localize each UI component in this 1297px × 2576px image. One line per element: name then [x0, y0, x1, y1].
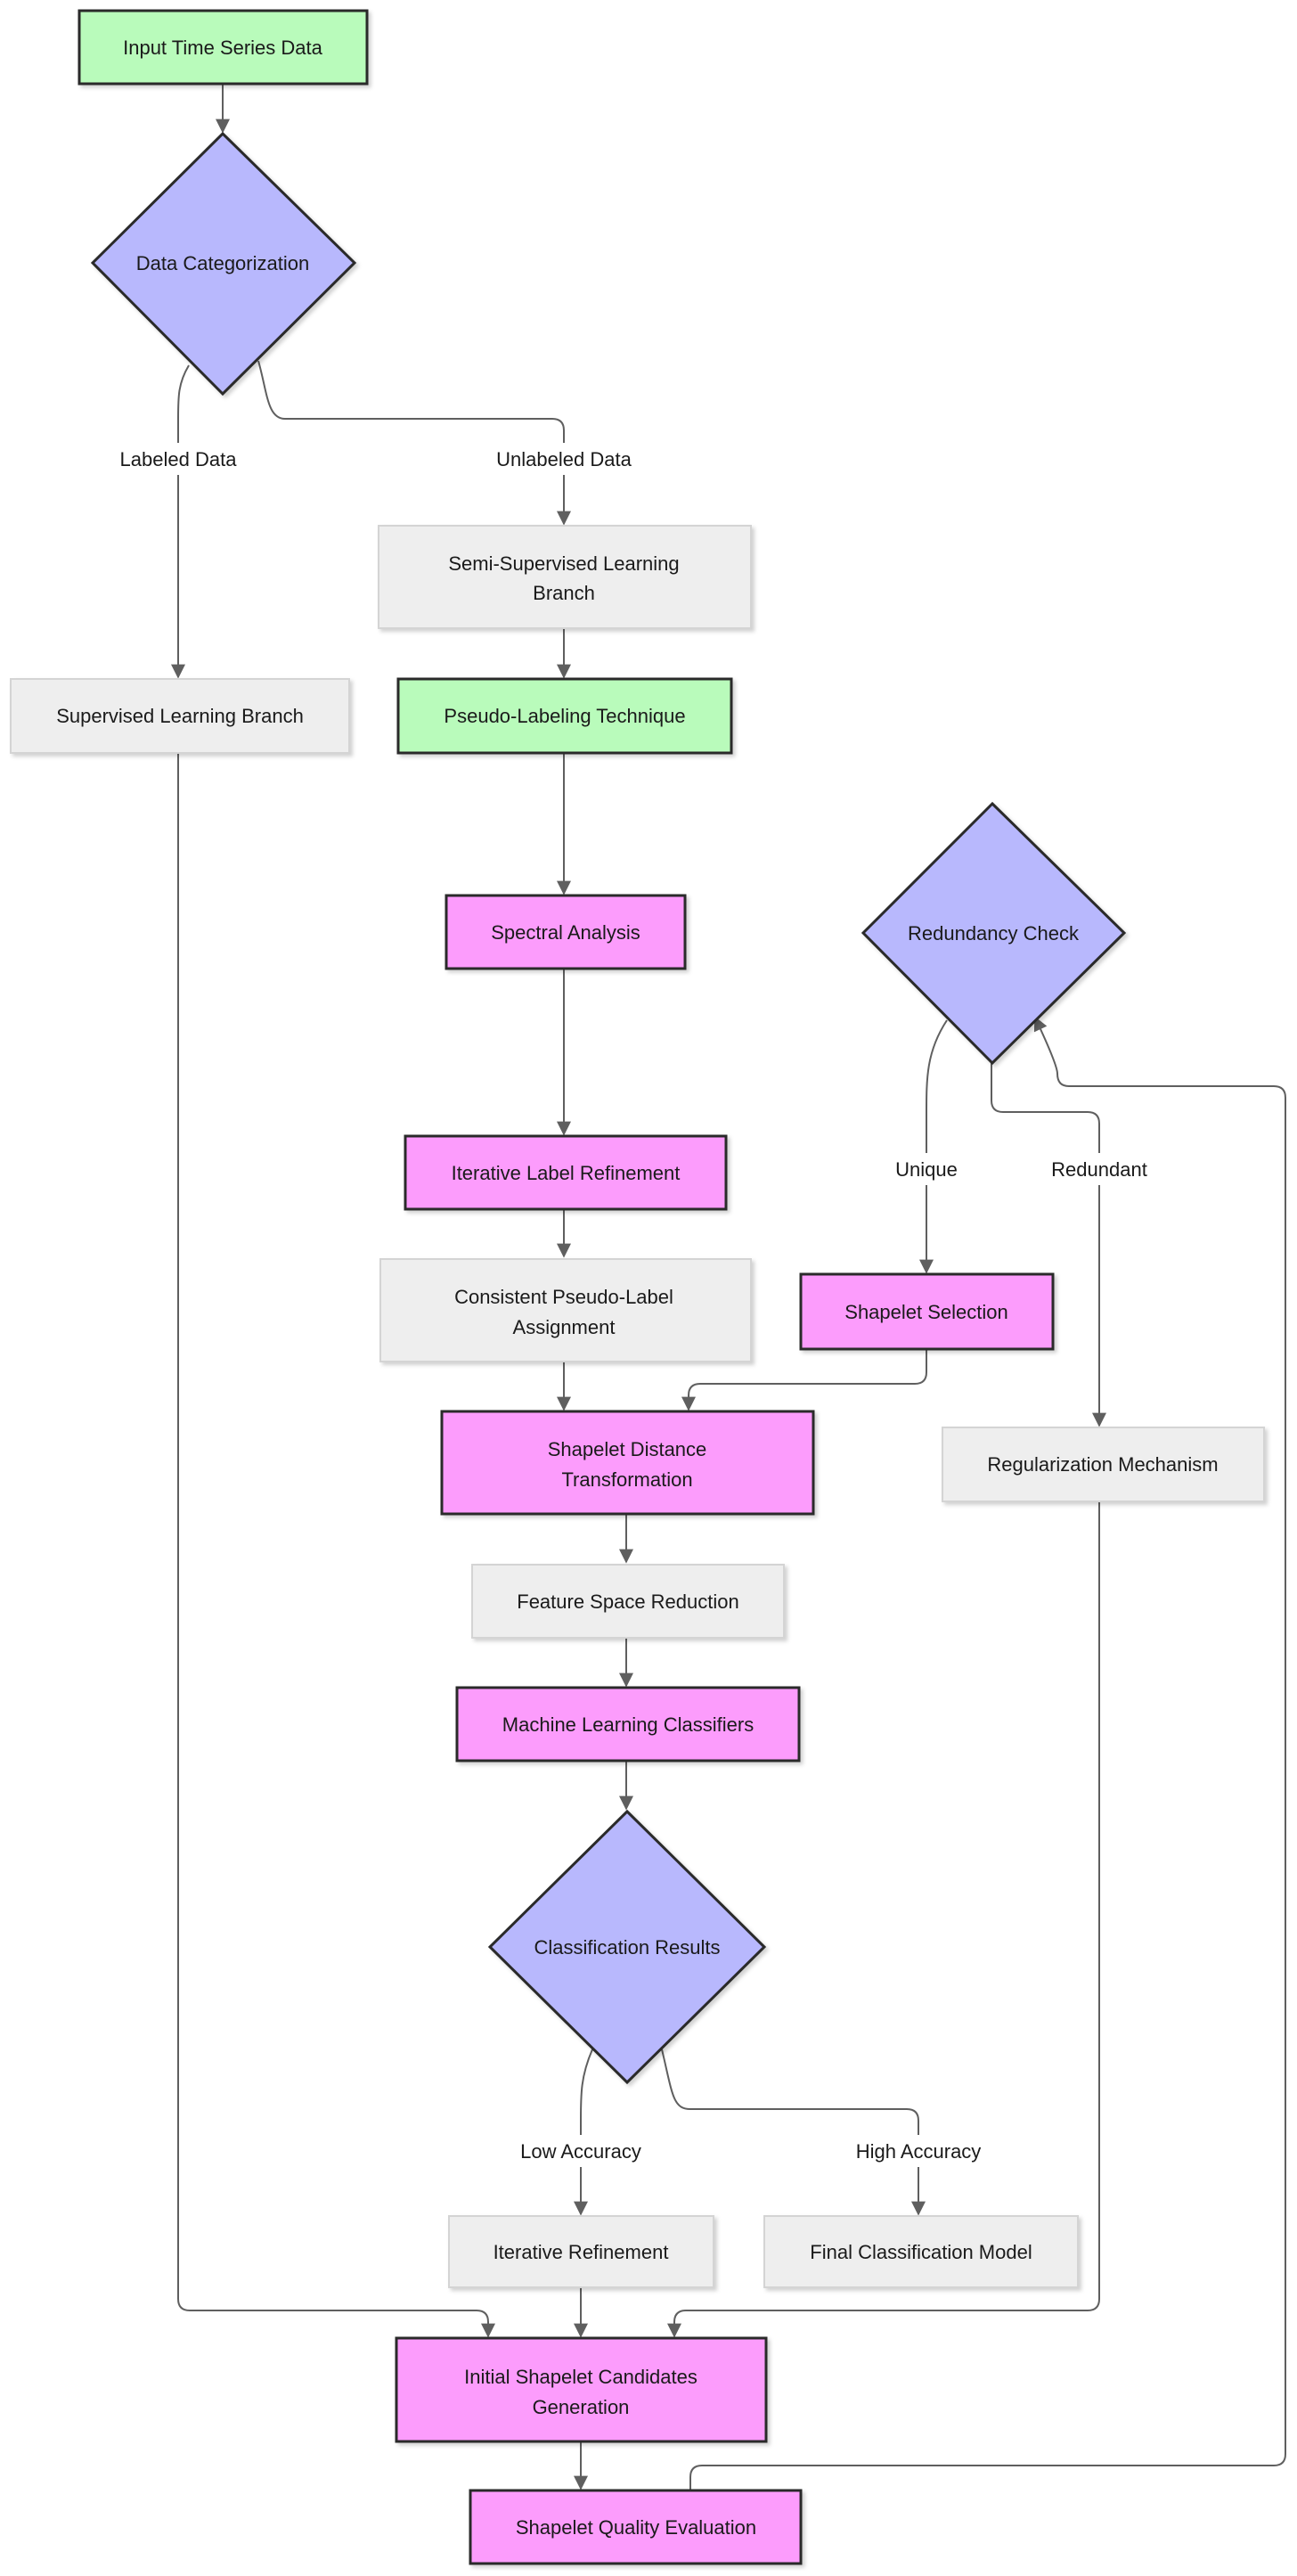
node-iterative-label-refinement[interactable]: Iterative Label Refinement — [404, 1134, 728, 1211]
node-data-categorization[interactable]: Data Categorization — [90, 131, 357, 397]
node-supervised-learning-branch[interactable]: Supervised Learning Branch — [10, 678, 350, 754]
edge-label-bg-unique — [882, 1153, 971, 1185]
edge-label-labeled-data: Labeled Data — [120, 448, 238, 470]
node-shapelet-selection[interactable]: Shapelet Selection — [799, 1272, 1055, 1351]
node-label-input: Input Time Series Data — [123, 37, 323, 59]
edge-label-bg-labeled — [109, 443, 248, 475]
node-final-classification-model[interactable]: Final Classification Model — [763, 2215, 1079, 2288]
node-label-spectral: Spectral Analysis — [491, 921, 640, 944]
node-pseudo-labeling-technique[interactable]: Pseudo-Labeling Technique — [396, 677, 733, 755]
edge-labels: Labeled Data Unlabeled Data Unique Redun… — [109, 443, 1158, 2167]
node-label-redundancy-check: Redundancy Check — [908, 922, 1080, 945]
nodes: Input Time Series Data Data Categorizati… — [10, 9, 1265, 2565]
node-label-data-categorization: Data Categorization — [136, 252, 309, 274]
node-label-semi-supervised-line2: Branch — [533, 582, 595, 604]
edge-results-to-iterative-refinement — [574, 2049, 593, 2216]
node-feature-space-reduction[interactable]: Feature Space Reduction — [471, 1564, 785, 1639]
node-regularization-mechanism[interactable]: Regularization Mechanism — [942, 1427, 1265, 1502]
edge-label-unique: Unique — [895, 1158, 958, 1181]
edge-label-low-accuracy: Low Accuracy — [520, 2140, 641, 2163]
node-shapelet-quality-evaluation[interactable]: Shapelet Quality Evaluation — [469, 2489, 803, 2565]
edge-label-redundant: Redundant — [1051, 1158, 1147, 1181]
node-initial-shapelet-candidates-generation[interactable]: Initial Shapelet Candidates Generation — [395, 2336, 768, 2443]
node-label-iterative-refinement: Iterative Refinement — [494, 2241, 669, 2263]
node-consistent-pseudo-label-assignment[interactable]: Consistent Pseudo-Label Assignment — [379, 1258, 752, 1362]
edge-results-to-final-model — [661, 2049, 926, 2216]
edge-quality-to-redundancy — [689, 1016, 1286, 2490]
node-label-pseudo-labeling: Pseudo-Labeling Technique — [444, 705, 685, 727]
node-label-final-model: Final Classification Model — [810, 2241, 1032, 2263]
edge-label-unlabeled-data: Unlabeled Data — [496, 448, 632, 470]
node-input-time-series-data[interactable]: Input Time Series Data — [77, 9, 369, 86]
edge-regularization-to-candidates — [667, 1501, 1100, 2338]
node-label-ml-classifiers: Machine Learning Classifiers — [502, 1713, 754, 1736]
edge-categorization-to-semi-supervised — [257, 360, 571, 526]
node-label-distance-line1: Shapelet Distance — [548, 1438, 707, 1460]
node-label-regularization: Regularization Mechanism — [987, 1453, 1218, 1476]
node-shapelet-distance-transformation[interactable]: Shapelet Distance Transformation — [440, 1410, 815, 1516]
edge-supervised-to-candidates — [177, 753, 495, 2338]
edges — [171, 85, 1286, 2490]
edge-label-bg-redundant — [1040, 1153, 1158, 1185]
edge-redundancy-to-selection — [919, 1019, 948, 1274]
node-label-classification-results: Classification Results — [534, 1936, 720, 1959]
node-label-candidates-line1: Initial Shapelet Candidates — [464, 2366, 697, 2388]
node-iterative-refinement[interactable]: Iterative Refinement — [448, 2215, 714, 2288]
node-classification-results[interactable]: Classification Results — [487, 1809, 767, 2085]
edge-redundancy-to-regularization — [991, 1060, 1106, 1427]
node-label-quality-eval: Shapelet Quality Evaluation — [516, 2516, 756, 2539]
node-label-iterative-label: Iterative Label Refinement — [452, 1162, 681, 1184]
node-label-supervised: Supervised Learning Branch — [56, 705, 304, 727]
node-label-distance-line2: Transformation — [561, 1468, 692, 1491]
node-label-consistent-line2: Assignment — [513, 1316, 616, 1338]
node-semi-supervised-learning-branch[interactable]: Semi-Supervised Learning Branch — [378, 525, 752, 629]
edge-label-bg-low-accuracy — [510, 2135, 652, 2167]
node-spectral-analysis[interactable]: Spectral Analysis — [445, 894, 687, 970]
node-label-shapelet-selection: Shapelet Selection — [844, 1301, 1007, 1323]
edge-label-high-accuracy: High Accuracy — [856, 2140, 982, 2163]
edge-categorization-to-supervised — [171, 364, 190, 679]
node-redundancy-check[interactable]: Redundancy Check — [861, 801, 1127, 1066]
edge-selection-to-distance — [681, 1348, 927, 1411]
edge-label-bg-high-accuracy — [843, 2135, 994, 2167]
node-machine-learning-classifiers[interactable]: Machine Learning Classifiers — [455, 1686, 801, 1762]
edge-label-bg-unlabeled — [484, 443, 644, 475]
node-label-candidates-line2: Generation — [533, 2396, 630, 2418]
node-label-semi-supervised-line1: Semi-Supervised Learning — [448, 552, 679, 575]
node-label-consistent-line1: Consistent Pseudo-Label — [454, 1286, 673, 1308]
node-label-feature-space: Feature Space Reduction — [517, 1591, 739, 1613]
